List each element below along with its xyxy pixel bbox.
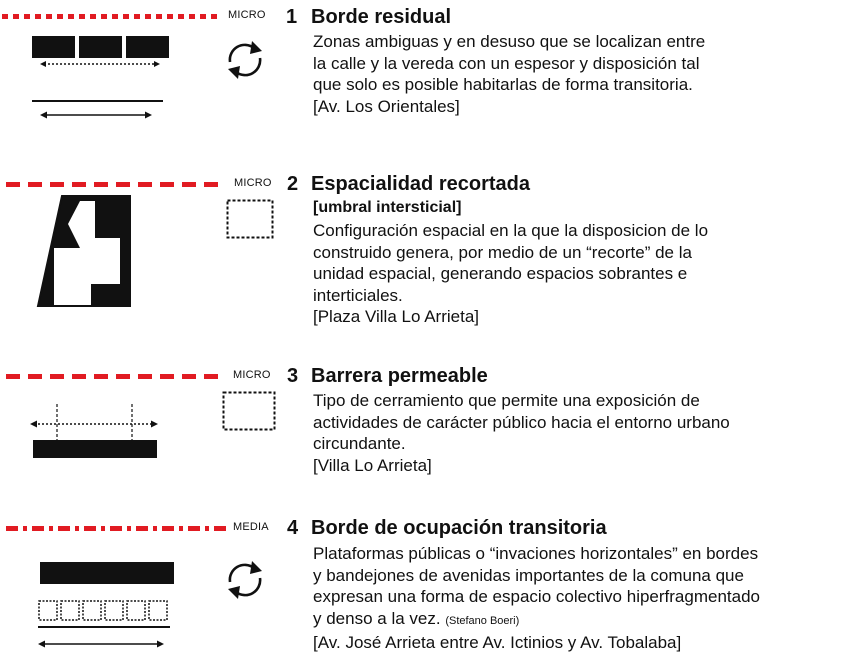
entry-description: Configuración espacial en la que la disp…: [313, 220, 856, 328]
description-line: [Av. Los Orientales]: [313, 96, 460, 116]
description-line: [Av. José Arrieta entre Av. Ictinios y A…: [313, 633, 682, 652]
description-line: Tipo de cerramiento que permite una expo…: [313, 391, 700, 410]
description-line: [Villa Lo Arrieta]: [313, 455, 432, 475]
description-line: y bandejones de avenidas importantes de …: [313, 565, 744, 585]
entry-title: Borde residual: [311, 6, 452, 28]
description-line: que solo es posible habitarlas de forma …: [313, 75, 693, 94]
description-line: Configuración espacial en la que la disp…: [313, 221, 709, 240]
entry-barrera-permeable: MICRO 3 Barrera permeable Tipo de cerram…: [0, 362, 856, 492]
segmented-bar-diagram: [32, 36, 169, 119]
bar-and-dotted-squares-diagram: [38, 562, 174, 648]
entry-borde-residual: MICRO 1 Borde residual Zonas ambiguas y …: [0, 0, 856, 150]
micro-scale-dash-line: [0, 374, 226, 379]
entry-number: 1: [286, 6, 298, 28]
cut-out-plan-diagram: [36, 195, 131, 307]
description-line: [Plaza Villa Lo Arrieta]: [313, 307, 479, 326]
entry-title: Borde de ocupación transitoria: [311, 517, 607, 539]
entry-number: 3: [287, 365, 299, 387]
description-line: Plataformas públicas o “invaciones horiz…: [313, 544, 759, 563]
dashed-square-icon: [226, 199, 274, 239]
cycle-arrows-icon: [228, 561, 262, 599]
micro-scale-dash-line: [0, 14, 222, 19]
cycle-arrows-icon: [228, 41, 262, 79]
entry-title: Barrera permeable: [311, 365, 488, 387]
description-line: la calle y la vereda con un espesor y di…: [313, 53, 700, 73]
entry-espacialidad-recortada: MICRO 2 Espacialidad recortada [umbral i…: [0, 170, 856, 340]
entry-title: Espacialidad recortada: [311, 173, 530, 195]
entry-number: 4: [287, 517, 299, 539]
scale-label: MICRO: [234, 177, 272, 189]
description-text: y denso a la vez.: [313, 608, 441, 628]
dashed-square-icon: [222, 391, 276, 431]
entry-subtitle: [umbral intersticial]: [313, 199, 462, 216]
media-scale-dash-line: [0, 526, 226, 531]
entry-description: Tipo de cerramiento que permite una expo…: [313, 390, 856, 476]
description-line: y denso a la vez. (Stefano Boeri): [313, 608, 856, 633]
entry-borde-ocupacion-transitoria: MEDIA 4 Borde de ocupación transitoria P…: [0, 514, 856, 658]
description-line: unidad espacial, generando espacios sobr…: [313, 264, 688, 283]
entry-number: 2: [287, 173, 299, 195]
description-line: circundante.: [313, 434, 406, 453]
scale-label: MEDIA: [233, 521, 269, 533]
description-line: Zonas ambiguas y en desuso que se locali…: [313, 32, 706, 51]
description-line: construido genera, por medio de un “reco…: [313, 242, 692, 262]
citation: (Stefano Boeri): [445, 614, 520, 627]
entry-description: Plataformas públicas o “invaciones horiz…: [313, 543, 856, 654]
description-line: expresan una forma de espacio colectivo …: [313, 587, 760, 606]
scale-label: MICRO: [228, 9, 266, 21]
scale-label: MICRO: [233, 369, 271, 381]
description-line: actividades de carácter público hacia el…: [313, 412, 730, 432]
micro-scale-dash-line: [0, 182, 226, 187]
entry-description: Zonas ambiguas y en desuso que se locali…: [313, 31, 856, 117]
bar-with-dotted-extension-diagram: [30, 404, 158, 458]
description-line: interticiales.: [313, 285, 403, 305]
